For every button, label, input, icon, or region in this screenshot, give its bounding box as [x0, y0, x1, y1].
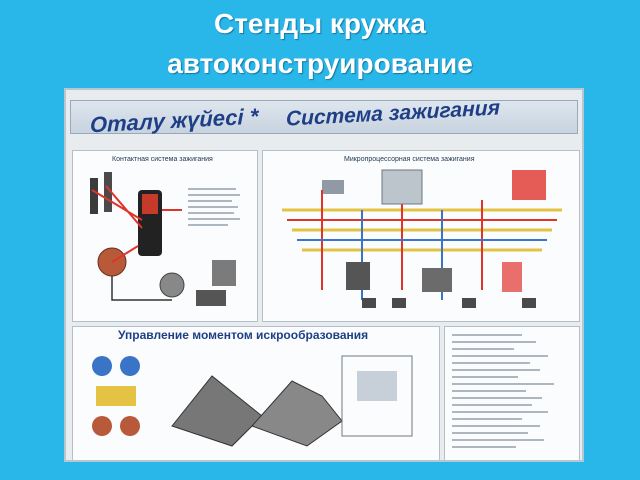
contact-ignition-diagram	[90, 172, 236, 306]
component-legend-panel	[444, 326, 580, 460]
stand-photo: Оталу жүйесі * Система зажигания Контакт…	[64, 88, 584, 462]
microprocessor-ignition-diagram	[282, 169, 562, 308]
slide-title-line-2: автоконструирование	[167, 48, 473, 79]
spark-timing-heading: Управление моментом искрообразования	[118, 328, 369, 342]
slide-title-line-1: Стенды кружка	[214, 8, 426, 39]
slide-title: Стенды кружка автоконструирование	[0, 4, 640, 84]
contact-ignition-heading: Контактная система зажигания	[112, 156, 213, 163]
stand-banner	[70, 100, 578, 134]
spark-timing-illustrations	[92, 355, 413, 447]
microprocessor-ignition-heading: Микропроцессорная система зажигания	[344, 156, 475, 163]
